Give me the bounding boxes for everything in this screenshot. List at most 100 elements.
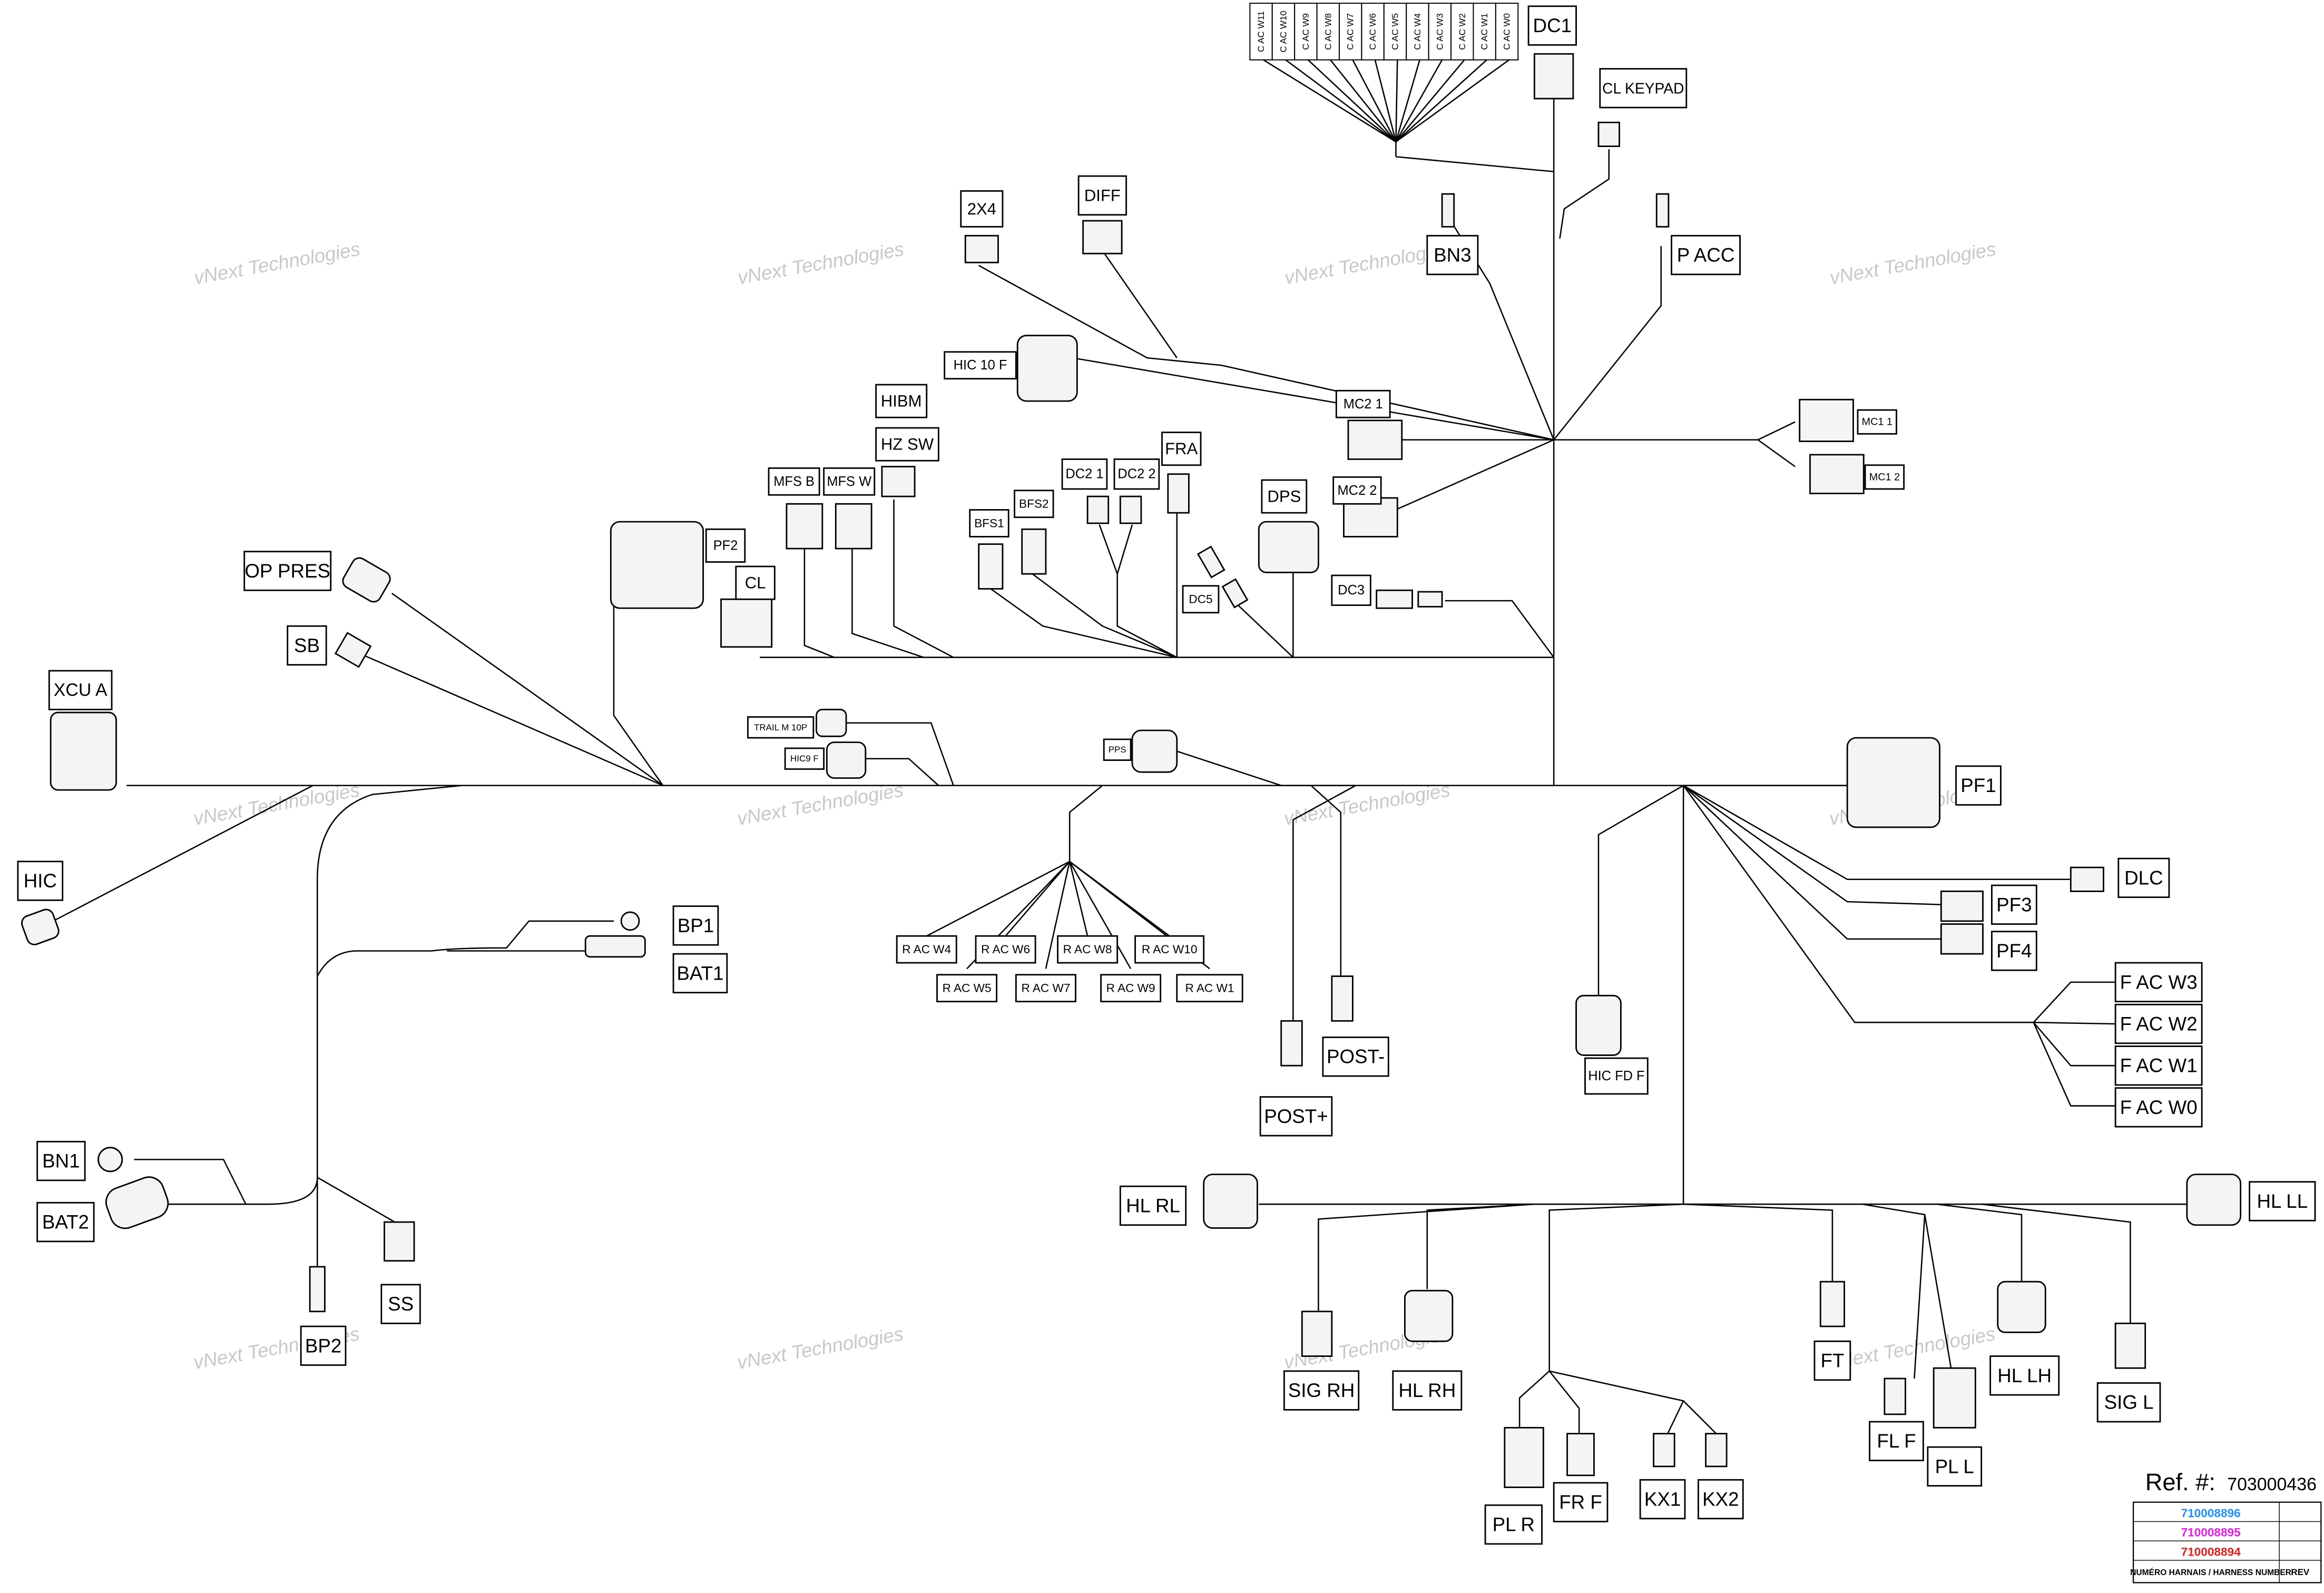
svg-text:DC2 2: DC2 2 (1117, 467, 1155, 482)
flf-connector (1884, 1377, 1906, 1415)
label-hllh: HL LH (1989, 1355, 2060, 1396)
c-ac-label: C AC W0 (1502, 13, 1512, 50)
label-dc5: DC5 (1182, 585, 1220, 614)
svg-text:HL RH: HL RH (1398, 1380, 1456, 1401)
svg-text:SIG RH: SIG RH (1288, 1380, 1355, 1401)
svg-text:CL KEYPAD: CL KEYPAD (1602, 80, 1684, 96)
watermarks: vNext Technologies vNext Technologies vN… (192, 238, 1997, 1373)
svg-text:HZ SW: HZ SW (881, 435, 934, 454)
label-racw5: R AC W5 (936, 974, 998, 1003)
label-sb: SB (287, 625, 327, 666)
label-fra: FRA (1161, 432, 1202, 466)
watermark: vNext Technologies (736, 1323, 905, 1373)
label-xcu-a: XCU A (48, 670, 113, 710)
watermark: vNext Technologies (1282, 779, 1452, 829)
label-pf1: PF1 (1955, 765, 2002, 806)
svg-text:BFS2: BFS2 (1019, 497, 1049, 511)
dc1-connector (1533, 53, 1574, 100)
sb-connector (334, 632, 372, 668)
label-op-pres: OP PRES (243, 551, 332, 591)
dc3-connector-b (1417, 591, 1443, 608)
c-ac-cell (1406, 3, 1429, 61)
label-pll: PL L (1927, 1446, 1983, 1487)
svg-text:BAT2: BAT2 (42, 1211, 89, 1233)
c-ac-cell (1473, 3, 1496, 61)
c-ac-cell (1249, 3, 1273, 61)
xcu-a-connector (50, 711, 117, 791)
plr-connector (1504, 1426, 1544, 1488)
hlll-connector (2186, 1174, 2242, 1226)
c-ac-label: C AC W6 (1368, 13, 1378, 50)
diff-connector (1082, 220, 1123, 255)
bat2-terminal (105, 1176, 169, 1229)
svg-text:PF1: PF1 (1960, 775, 1996, 796)
connectors (21, 53, 2242, 1488)
label-dc3: DC3 (1331, 574, 1371, 606)
label-mc21: MC2 1 (1335, 389, 1391, 418)
svg-text:HL LH: HL LH (1997, 1365, 2052, 1386)
cl-keypad-connector (1597, 121, 1620, 148)
bp2-terminal (309, 1266, 326, 1313)
pf4-connector (1940, 923, 1984, 955)
svg-text:DIFF: DIFF (1084, 186, 1121, 204)
svg-text:PF4: PF4 (1996, 940, 2032, 962)
label-kx2: KX2 (1698, 1479, 1744, 1520)
svg-text:F AC W2: F AC W2 (2120, 1013, 2198, 1035)
svg-text:MC2 1: MC2 1 (1344, 397, 1383, 412)
harness-number-3: 710008894 (2181, 1545, 2241, 1558)
label-facw0: F AC W0 (2114, 1087, 2203, 1128)
svg-text:R AC W9: R AC W9 (1106, 982, 1155, 995)
svg-text:MC2 2: MC2 2 (1337, 483, 1377, 498)
c-ac-label: C AC W10 (1278, 11, 1288, 52)
bp1-ring-terminal (620, 911, 640, 931)
svg-text:SS: SS (388, 1293, 414, 1315)
c-ac-cell (1361, 3, 1385, 61)
label-trail: TRAIL M 10P (747, 716, 815, 739)
watermark: vNext Technologies (1828, 1323, 1997, 1373)
label-pf3: PF3 (1991, 884, 2037, 925)
label-bp2: BP2 (300, 1325, 347, 1366)
svg-text:R AC W7: R AC W7 (1021, 982, 1070, 995)
mfsb-connector (786, 503, 823, 550)
c-ac-label: C AC W7 (1346, 13, 1356, 50)
kx2-terminal (1705, 1433, 1728, 1468)
label-p-acc: P ACC (1671, 234, 1741, 276)
c-ac-label: C AC W2 (1457, 13, 1467, 50)
label-mc22: MC2 2 (1332, 476, 1382, 505)
svg-text:HIC: HIC (24, 870, 57, 892)
label-cl: CL (735, 565, 776, 600)
c-ac-label: C AC W5 (1390, 13, 1400, 50)
ref-number: 703000436 (2227, 1474, 2317, 1494)
label-pf4: PF4 (1991, 931, 2037, 971)
svg-text:F AC W1: F AC W1 (2120, 1055, 2198, 1077)
svg-text:R AC W5: R AC W5 (943, 982, 992, 995)
label-2x4: 2X4 (960, 190, 1004, 228)
cl-connector (720, 598, 773, 648)
mc11-connector (1799, 398, 1854, 442)
svg-text:HIC FD F: HIC FD F (1588, 1069, 1644, 1083)
c-ac-label: C AC W8 (1323, 13, 1333, 50)
ft-connector (1819, 1281, 1845, 1327)
svg-text:BN3: BN3 (1434, 245, 1472, 266)
svg-text:PL R: PL R (1493, 1514, 1535, 1536)
label-diff: DIFF (1077, 175, 1127, 216)
harness-column-header: NUMÉRO HARNAIS / HARNESS NUMBER (2130, 1568, 2291, 1577)
label-hlrl: HL RL (1119, 1185, 1187, 1226)
svg-text:2X4: 2X4 (967, 200, 996, 218)
label-hic: HIC (17, 861, 64, 901)
mfsw-connector (835, 503, 872, 550)
label-hic9f: HIC9 F (784, 747, 825, 770)
svg-text:BAT1: BAT1 (676, 962, 723, 984)
svg-text:P ACC: P ACC (1677, 245, 1735, 266)
c-ac-cell (1428, 3, 1452, 61)
svg-text:BP1: BP1 (678, 915, 714, 936)
svg-text:BP2: BP2 (305, 1335, 341, 1356)
label-racw4: R AC W4 (896, 935, 957, 964)
label-post-minus: POST- (1322, 1037, 1389, 1077)
post-minus-terminal (1331, 975, 1354, 1022)
label-hicfdf: HIC FD F (1584, 1057, 1649, 1095)
ss-connector (384, 1221, 415, 1262)
svg-text:SB: SB (294, 634, 320, 656)
